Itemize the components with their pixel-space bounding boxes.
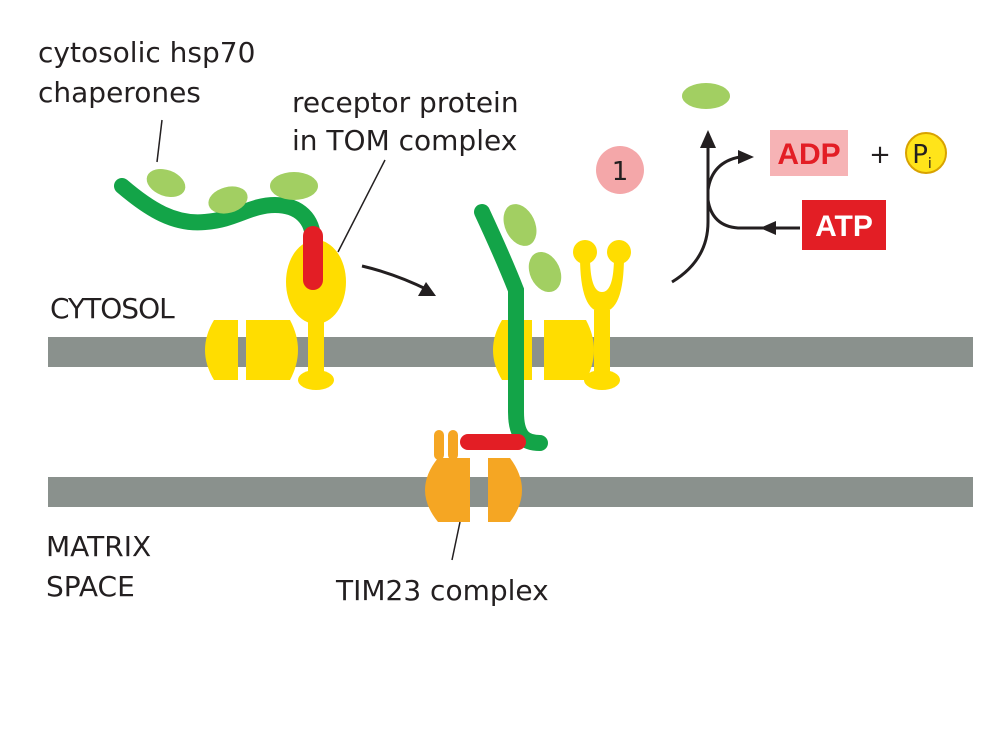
- tom-channel-right-half: [246, 320, 298, 380]
- chaperone-label-line2: chaperones: [38, 76, 201, 109]
- precursor-protein-right: [474, 204, 548, 451]
- chaperone-label-line1: cytosolic hsp70: [38, 36, 255, 69]
- atp-box: [802, 200, 886, 250]
- hsp70-chaperone: [270, 172, 318, 200]
- tom-complex-left: [205, 320, 298, 380]
- step-number-circle: [596, 146, 644, 194]
- hsp70-chaperone: [528, 251, 562, 293]
- precursor-protein-left: [114, 178, 321, 248]
- atp-label: ATP: [815, 210, 873, 243]
- adp-out-arrowhead: [738, 150, 754, 164]
- released-hsp70-chaperone: [682, 83, 730, 109]
- tom-receptor-right: [573, 240, 631, 390]
- atp-in-arrowhead: [760, 221, 776, 235]
- step-number: 1: [612, 157, 629, 187]
- adp-box: [770, 130, 848, 176]
- phosphate-subscript: i: [928, 156, 932, 172]
- receptor-label-line1: receptor protein: [292, 86, 519, 119]
- hsp70-chaperone: [503, 204, 537, 246]
- tom-channel-right-half: [544, 320, 594, 380]
- tom-channel-left-half: [205, 320, 238, 380]
- leader-line-receptor: [337, 159, 386, 253]
- matrix-label-line1: MATRIX: [46, 530, 151, 563]
- adp-label: ADP: [777, 138, 840, 171]
- tim23-complex: [425, 430, 522, 522]
- adp-out-curve: [706, 155, 741, 191]
- phosphate-label: Pi: [912, 140, 932, 172]
- phosphate-main: P: [912, 140, 928, 170]
- matrix-label-line2: SPACE: [46, 570, 135, 603]
- leader-line-chaperone: [156, 119, 163, 163]
- tim23-label: TIM23 complex: [335, 574, 549, 607]
- phosphate-circle: [905, 132, 947, 174]
- plus-sign: +: [869, 140, 891, 170]
- transition-arrow: [361, 264, 429, 292]
- transition-arrowhead: [418, 282, 436, 296]
- atp-in-curve: [706, 199, 800, 230]
- cytosol-label: CYTOSOL: [50, 292, 175, 325]
- hsp70-chaperone: [146, 168, 186, 198]
- release-arrowhead: [700, 130, 716, 148]
- release-curve: [671, 145, 710, 284]
- hsp70-chaperone: [208, 186, 248, 214]
- leader-line-tim23: [451, 521, 461, 561]
- receptor-label-line2: in TOM complex: [292, 124, 517, 157]
